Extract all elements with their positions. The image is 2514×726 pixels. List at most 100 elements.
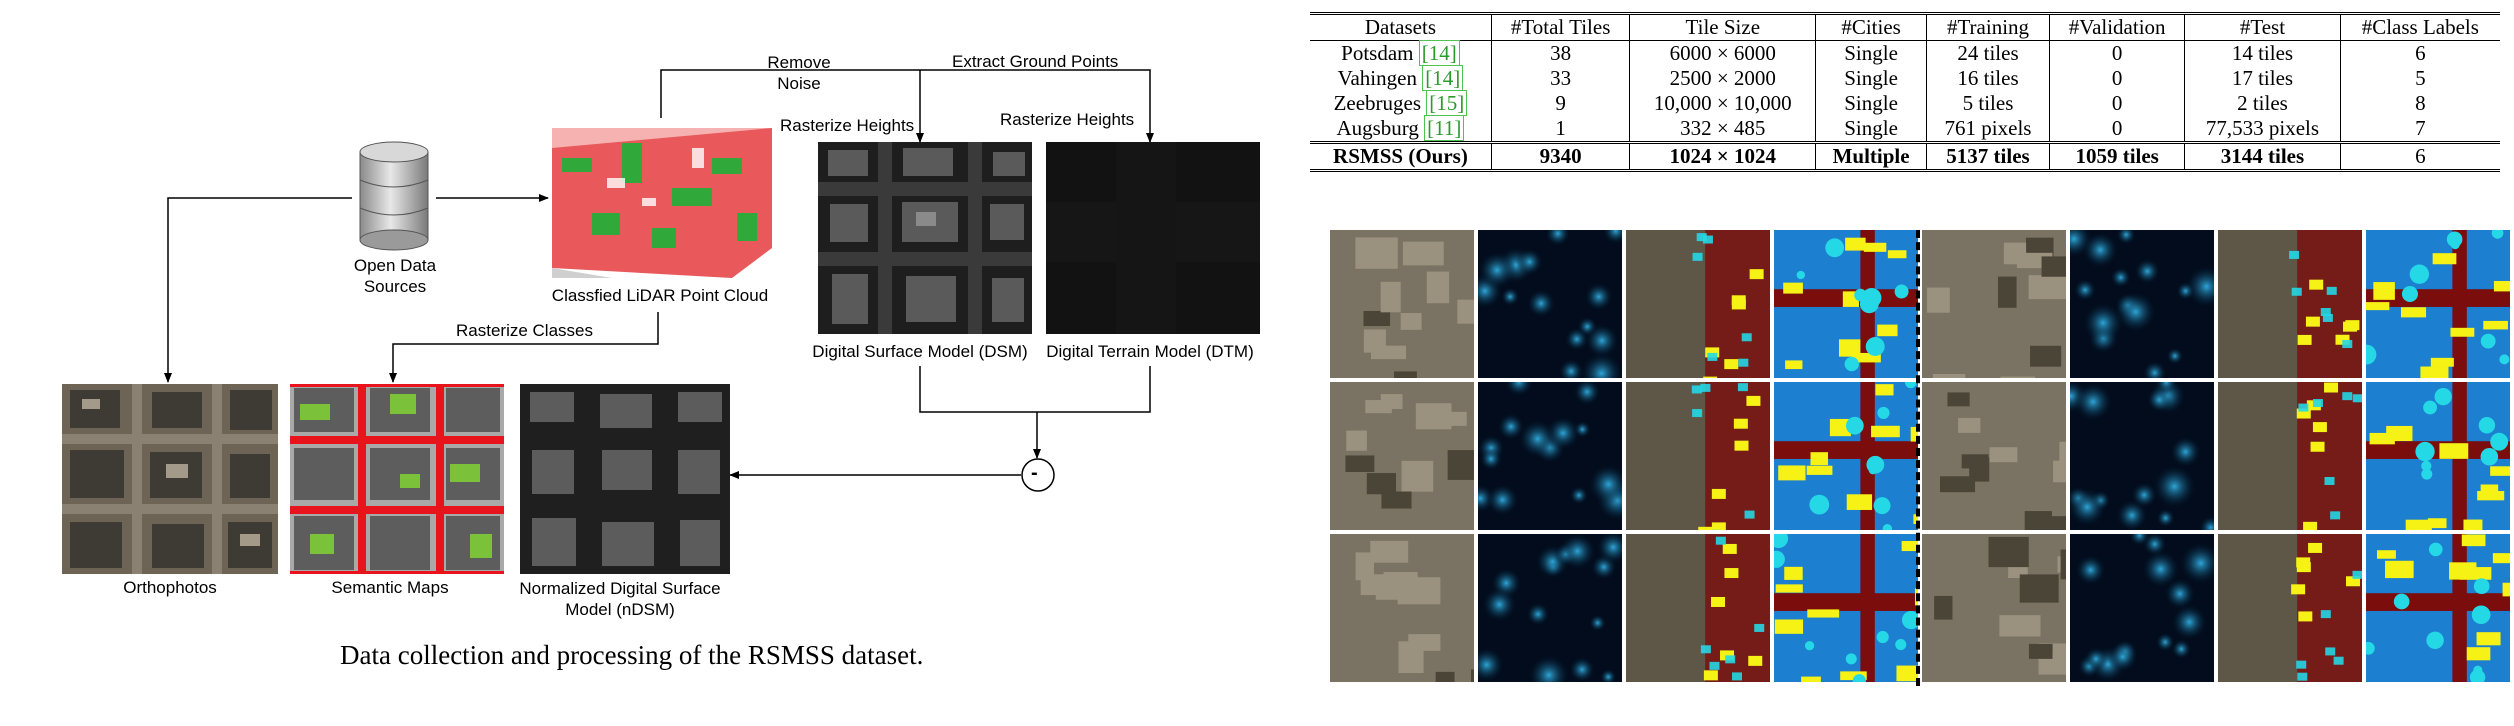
sample-tile-photo (1922, 382, 2066, 530)
minus-label: - (1031, 462, 1038, 484)
table-header: Datasets (1364, 15, 1437, 39)
open-data-label: Open Data Sources (353, 256, 437, 296)
table-row: Potsdam [14] 38 6000 × 6000 Single 24 ti… (1310, 40, 2500, 66)
table-cell: 5 (2339, 66, 2500, 91)
remove-noise-label: Remove Noise (767, 53, 831, 93)
sample-tile-blend (1626, 382, 1770, 530)
table-cell: 14 tiles (2184, 40, 2341, 66)
table-header: #Training (1925, 13, 2050, 41)
sample-tile-blend (1626, 534, 1770, 682)
table-row-ours: RSMSS (Ours) 9340 1024 × 1024 Multiple 5… (1310, 142, 2500, 171)
table-cell: 24 tiles (1925, 40, 2050, 66)
sample-tile-label (1774, 382, 1918, 530)
dataset-name-cell: Zeebruges [15] (1310, 90, 1491, 116)
table-cell: 33 (1490, 66, 1630, 91)
rasterize-heights-label-2: Rasterize Heights (1000, 110, 1135, 129)
table-header-row: Datasets #Total Tiles Tile Size #Cities … (1310, 13, 2500, 41)
table-cell: 6000 × 6000 (1629, 40, 1816, 66)
dtm-label: Digital Terrain Model (DTM) (1046, 342, 1254, 361)
table-cell: 0 (2049, 116, 2185, 143)
table-cell: 38 (1490, 40, 1630, 66)
sample-tile-heat (1478, 382, 1622, 530)
pipeline-diagram (164, 69, 1154, 492)
semantic-map-image (290, 384, 504, 574)
dataset-name-cell: Augsburg [11] (1310, 115, 1491, 143)
table-cell: Single (1815, 66, 1927, 91)
table-cell-highlight: 8 (2339, 91, 2500, 116)
table-cell: 1059 tiles (2049, 142, 2185, 171)
table-header: #Class Labels (2339, 13, 2500, 41)
citation-link[interactable]: [14] (1418, 40, 1460, 66)
sample-tile-photo (1330, 230, 1474, 378)
table-cell: Single (1815, 116, 1927, 143)
sample-tile-photo (1330, 534, 1474, 682)
citation-link[interactable]: [14] (1422, 65, 1464, 91)
table-cell: 2500 × 2000 (1629, 66, 1816, 91)
table-cell: 16 tiles (1925, 66, 2050, 91)
table-cell: 9 (1490, 91, 1630, 116)
table-cell: 332 × 485 (1629, 116, 1816, 143)
lidar-label: Classfied LiDAR Point Cloud (551, 286, 769, 305)
table-cell: 2 tiles (2184, 91, 2341, 116)
table-cell: 0 (2049, 91, 2185, 116)
sample-tile-photo (1330, 382, 1474, 530)
sample-tile-label (1774, 534, 1918, 682)
semantic-maps-label: Semantic Maps (331, 578, 449, 597)
ndsm-image (520, 384, 730, 574)
table-row: Vahingen [14] 33 2500 × 2000 Single 16 t… (1310, 65, 2500, 91)
sample-tile-heat (1478, 230, 1622, 378)
sample-grid-tiles (1330, 230, 2510, 682)
sample-tile-photo (1922, 534, 2066, 682)
table-cell: 7 (2339, 116, 2500, 143)
grid-divider (1916, 230, 1920, 686)
table-header: Tile Size (1629, 13, 1816, 41)
table-row: Augsburg [11] 1 332 × 485 Single 761 pix… (1310, 115, 2500, 143)
table-header: #Validation (2049, 13, 2185, 41)
sample-tile-label (2366, 382, 2510, 530)
citation-link[interactable]: [15] (1426, 90, 1468, 116)
rasterize-heights-label-1: Rasterize Heights (780, 116, 915, 135)
table-cell: 17 tiles (2184, 66, 2341, 91)
table-cell: 3144 tiles (2184, 142, 2341, 171)
sample-tile-label (2366, 534, 2510, 682)
table-cell: 1 (1490, 116, 1630, 143)
arrow-lidar-to-dtm (660, 69, 1154, 143)
table-header: #Total Tiles (1490, 13, 1630, 41)
minus-node (1021, 458, 1055, 492)
sample-tile-blend (2218, 534, 2362, 682)
dataset-name-cell: RSMSS (Ours) (1333, 144, 1468, 168)
arrow-open-data-to-orthophotos (164, 197, 352, 383)
dtm-image (1046, 142, 1260, 334)
sample-image-grid (1330, 230, 2512, 686)
sample-tile-label (1774, 230, 1918, 378)
rasterize-classes-label: Rasterize Classes (456, 321, 593, 340)
table-cell: Single (1815, 91, 1927, 116)
table-cell: 6 (2339, 40, 2500, 66)
figure-caption: Data collection and processing of the RS… (340, 640, 924, 670)
citation-link[interactable]: [11] (1424, 115, 1465, 141)
sample-tile-photo (1922, 230, 2066, 378)
arrow-lidar-to-semantic (389, 312, 659, 383)
sample-tile-heat (2070, 382, 2214, 530)
database-icon (359, 141, 429, 251)
sample-tile-heat (2070, 230, 2214, 378)
sample-tile-blend (2218, 382, 2362, 530)
table-cell: Multiple (1815, 142, 1927, 171)
table-cell: 761 pixels (1925, 116, 2050, 143)
table-cell: 1024 × 1024 (1629, 142, 1816, 171)
dataset-name-cell: Potsdam [14] (1310, 40, 1491, 66)
sample-tile-blend (2218, 230, 2362, 378)
dsm-label: Digital Surface Model (DSM) (812, 342, 1028, 361)
table-cell: 10,000 × 10,000 (1629, 91, 1816, 116)
orthophotos-label: Orthophotos (123, 578, 217, 597)
sample-tile-heat (1478, 534, 1622, 682)
dataset-name-cell: Vahingen [14] (1310, 65, 1491, 91)
dsm-image (818, 142, 1032, 334)
sample-tile-blend (1626, 230, 1770, 378)
table-header: #Test (2184, 13, 2341, 41)
sample-tile-label (2366, 230, 2510, 378)
arrow-dsm-dtm-join (919, 366, 1151, 413)
orthophoto-image (62, 384, 278, 574)
table-cell: 0 (2049, 40, 2185, 66)
extract-ground-label: Extract Ground Points (952, 52, 1119, 71)
